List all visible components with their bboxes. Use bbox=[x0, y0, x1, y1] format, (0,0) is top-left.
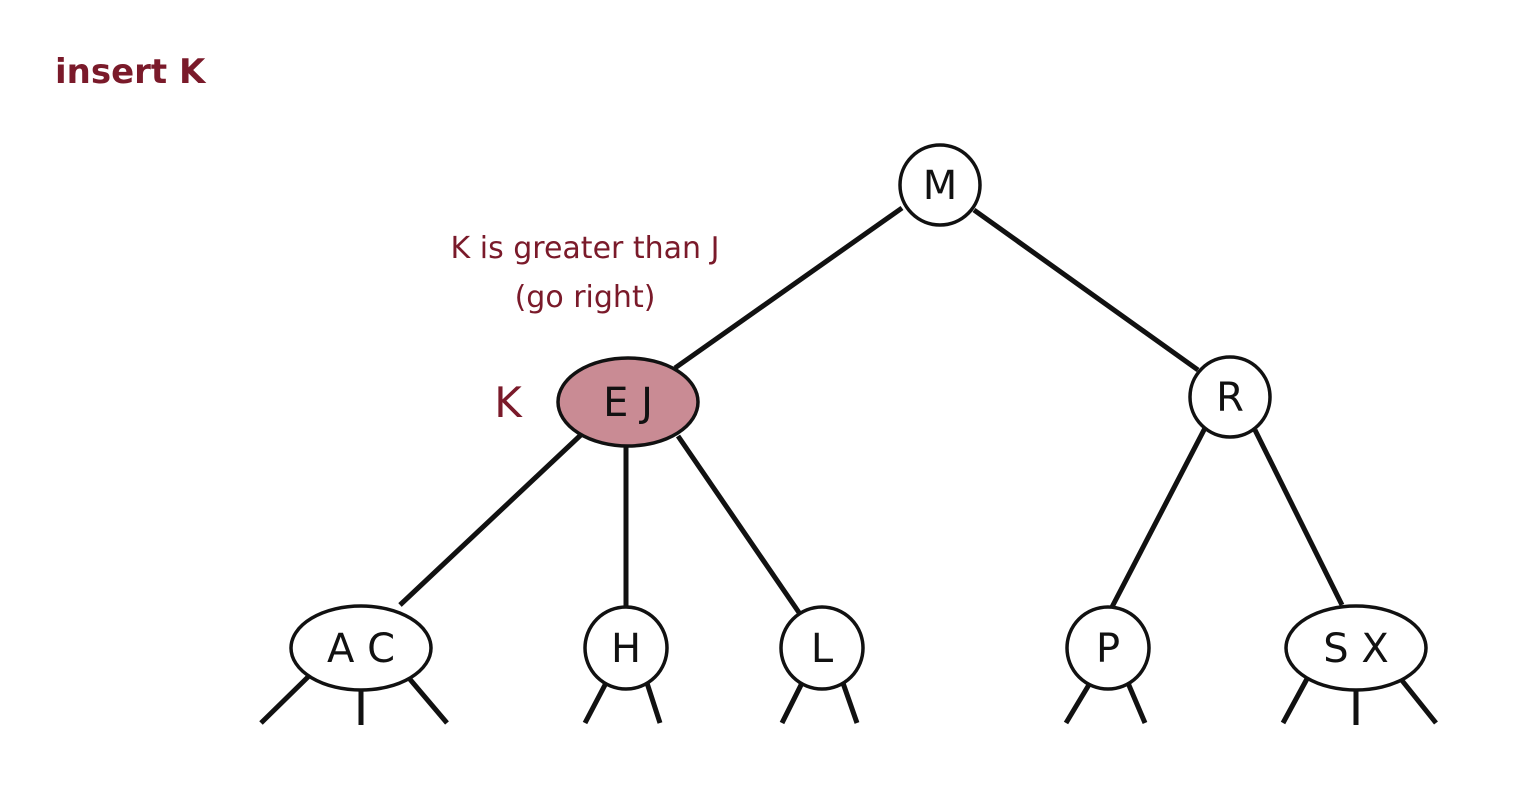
node-label-ej: E J bbox=[603, 380, 653, 426]
stub-sx-right bbox=[1398, 676, 1438, 725]
tree-node-r: R bbox=[1188, 355, 1272, 439]
node-label-m: M bbox=[923, 163, 958, 209]
node-label-h: H bbox=[611, 626, 641, 672]
node-label-l: L bbox=[811, 626, 834, 672]
node-label-sx: S X bbox=[1323, 626, 1389, 672]
tree-node-l: L bbox=[779, 605, 865, 691]
edge-ej-l bbox=[675, 434, 803, 616]
tree-node-p: P bbox=[1065, 605, 1151, 691]
stub-p-left bbox=[1063, 681, 1093, 725]
edge-m-ej bbox=[673, 205, 904, 371]
stub-h-right bbox=[644, 682, 663, 724]
tree-node-h: H bbox=[583, 605, 669, 691]
edge-r-p bbox=[1109, 426, 1208, 609]
stub-h-left bbox=[582, 681, 609, 725]
stub-l-right bbox=[840, 682, 860, 724]
edge-r-sx bbox=[1252, 428, 1345, 607]
edge-ej-ac bbox=[398, 430, 586, 607]
tree-node-ej: E J bbox=[556, 356, 700, 448]
annotation-line-1: K is greater than J bbox=[451, 231, 720, 266]
tree-node-sx: S X bbox=[1284, 604, 1428, 692]
annotation-line-2: (go right) bbox=[515, 280, 656, 315]
insert-key-label: K bbox=[494, 378, 523, 427]
edge-m-r bbox=[972, 207, 1200, 373]
tree-node-m: M bbox=[898, 143, 982, 227]
node-label-p: P bbox=[1096, 626, 1120, 672]
stub-sx-left bbox=[1280, 675, 1311, 725]
stub-ac-left bbox=[259, 673, 312, 725]
tree-edges bbox=[259, 205, 1438, 725]
tree-node-ac: A C bbox=[289, 604, 433, 692]
page-title: insert K bbox=[55, 52, 206, 92]
node-label-ac: A C bbox=[327, 626, 395, 672]
stub-p-right bbox=[1125, 682, 1148, 724]
node-label-r: R bbox=[1216, 375, 1244, 421]
stub-ac-right bbox=[406, 675, 449, 725]
stub-l-left bbox=[779, 681, 805, 725]
